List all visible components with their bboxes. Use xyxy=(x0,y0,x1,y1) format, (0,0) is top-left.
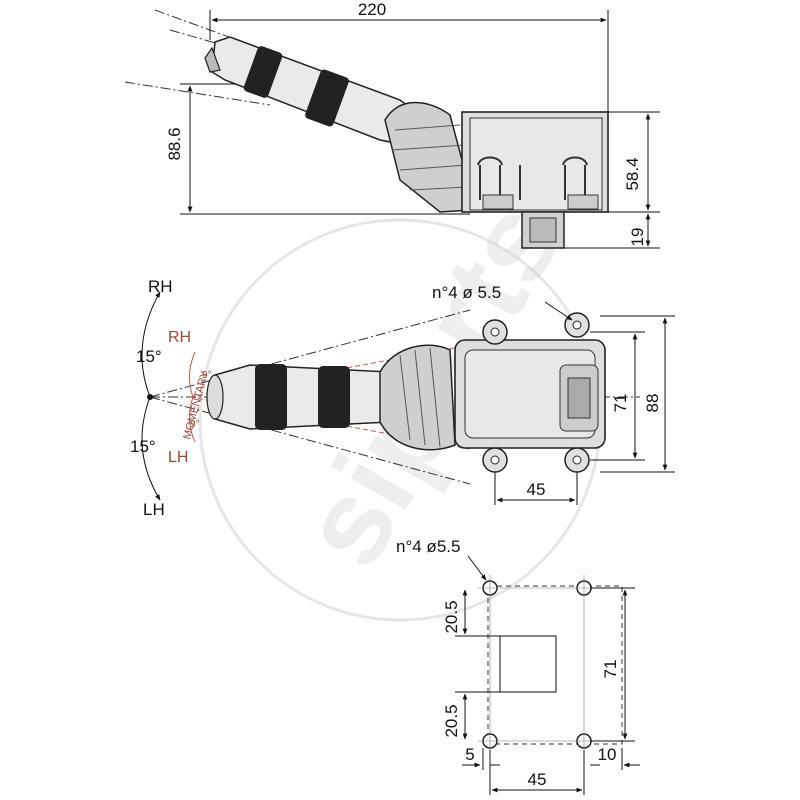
top-body xyxy=(454,312,606,473)
dim-top-inner-height: 71 xyxy=(611,394,630,413)
top-holes-label: n°4 ø 5.5 xyxy=(432,283,501,302)
dim-body-height: 58.4 xyxy=(623,157,642,190)
dim-connector-height: 19 xyxy=(628,228,647,247)
dim-mount-left-margin: 5 xyxy=(465,745,474,764)
side-lever xyxy=(204,36,471,213)
top-view: RH LH 15° 15° RH LH MOMENTARY 9° 9° xyxy=(130,277,675,519)
top-lever xyxy=(206,344,456,451)
dim-top-hole-spacing: 45 xyxy=(527,480,546,499)
dim-lever-height: 88.6 xyxy=(165,127,184,160)
angle-upper: 15° xyxy=(136,347,162,366)
mount-holes-label: n°4 ø5.5 xyxy=(396,537,460,556)
angle-lower: 15° xyxy=(130,437,156,456)
label-rh: RH xyxy=(148,277,173,296)
side-body xyxy=(461,111,609,249)
momentary-angle-lower: 9° xyxy=(190,419,200,430)
dim-mount-top-offset: 20.5 xyxy=(442,600,461,633)
mounting-pattern: n°4 ø5.5 20.5 20.5 71 5 10 45 xyxy=(396,537,640,795)
momentary-rh: RH xyxy=(168,329,191,346)
dim-mount-vertical-spacing: 71 xyxy=(601,660,620,679)
dim-mount-bottom-offset: 20.5 xyxy=(442,704,461,737)
dim-mount-right-margin: 10 xyxy=(598,745,617,764)
momentary-lh: LH xyxy=(168,449,188,466)
dim-top-outer-height: 88 xyxy=(643,394,662,413)
label-lh: LH xyxy=(143,500,165,519)
momentary-angle-upper: 9° xyxy=(202,370,212,381)
dim-overall-length: 220 xyxy=(358,0,386,19)
dim-mount-horizontal-spacing: 45 xyxy=(528,770,547,789)
side-view: 220 88.6 58.4 19 xyxy=(124,0,660,249)
